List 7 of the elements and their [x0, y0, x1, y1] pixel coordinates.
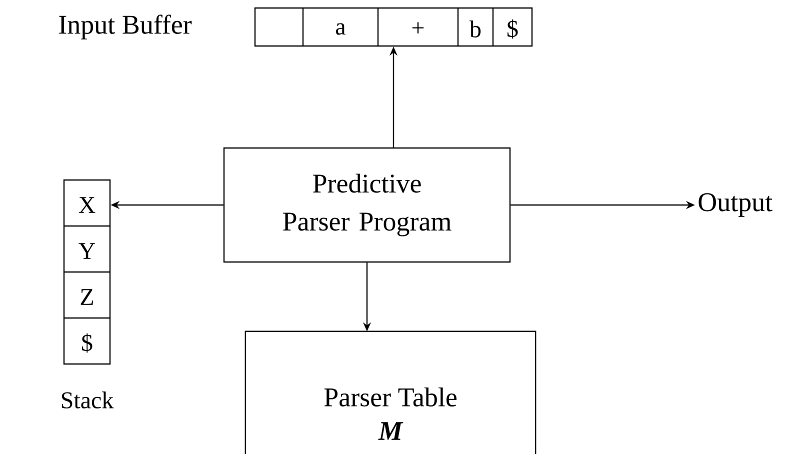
stack: X Y Z $	[63, 179, 111, 365]
stack-label: Stack	[62, 392, 114, 408]
table-box: Parser Table M	[244, 330, 536, 454]
output-label: Output	[698, 193, 772, 217]
buffer-label: Input Buffer	[59, 14, 192, 40]
input-buffer: a + b $	[254, 7, 533, 47]
process-box: Predictive Parser Program	[223, 147, 511, 263]
